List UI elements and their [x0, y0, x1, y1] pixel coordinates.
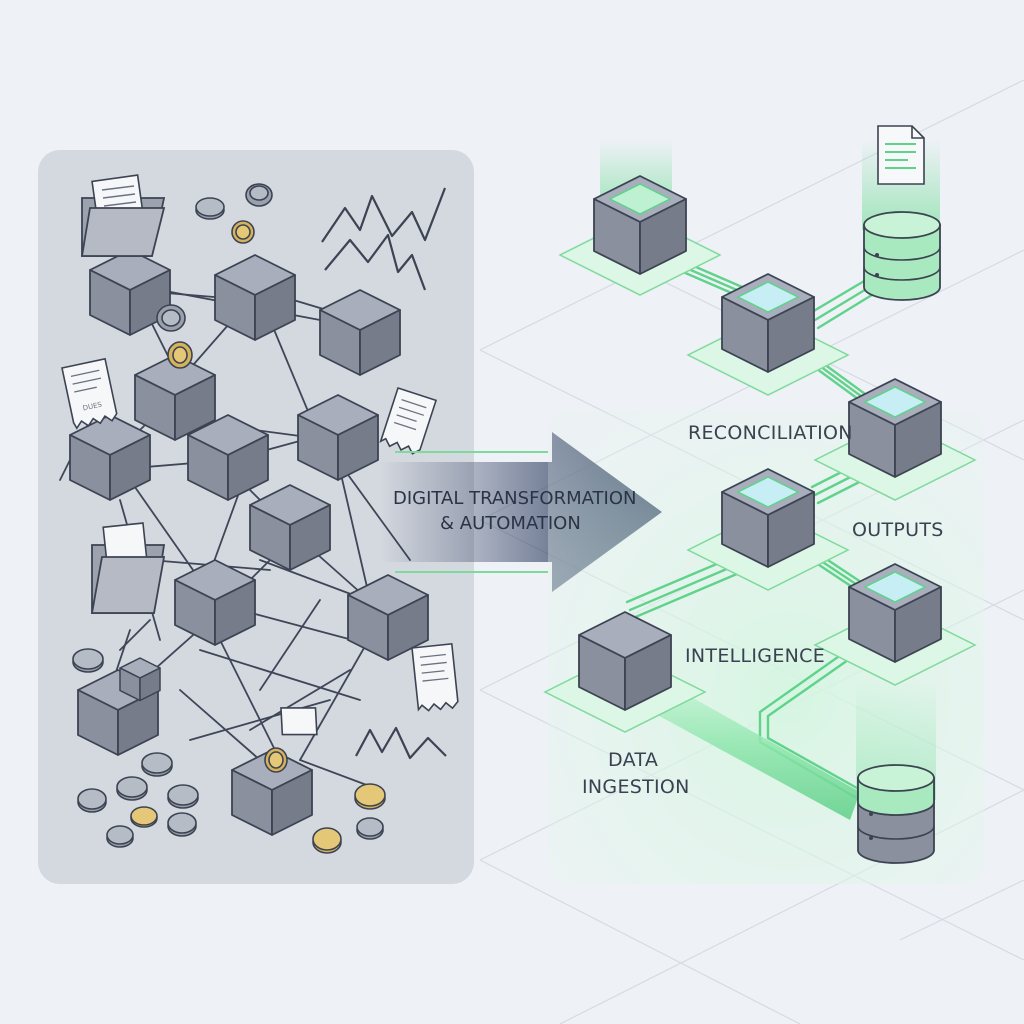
coin-icon	[312, 827, 342, 854]
folder-icon	[90, 522, 166, 614]
arrow-label-line1: DIGITAL TRANSFORMATION	[393, 488, 637, 509]
receipt-icon: DUES	[61, 357, 118, 430]
database-icon	[863, 211, 941, 301]
cube-icon	[134, 354, 216, 441]
zigzag-line-icon	[355, 726, 447, 760]
receipt-icon	[280, 707, 318, 736]
coin-icon	[167, 341, 193, 369]
coin-icon	[167, 812, 197, 837]
label-outputs: OUTPUTS	[852, 519, 944, 541]
cube-icon	[721, 273, 815, 373]
coin-icon	[245, 183, 273, 207]
arrow-label-line2: & AUTOMATION	[440, 513, 581, 534]
label-intelligence: INTELLIGENCE	[685, 645, 826, 667]
document-icon	[877, 125, 925, 185]
cube-icon	[848, 563, 942, 663]
coin-icon	[195, 197, 225, 220]
coin-icon	[156, 304, 186, 332]
label-ingestion: INGESTION	[582, 776, 690, 798]
cube-icon	[297, 394, 379, 481]
coins	[72, 183, 386, 854]
receipt-text: DUES	[82, 400, 103, 412]
cube-icon	[848, 378, 942, 478]
coin-icon	[167, 784, 199, 809]
pipeline-cubes	[578, 175, 942, 711]
coin-icon	[130, 806, 158, 828]
cube-icon	[347, 574, 429, 661]
cube-icon	[187, 414, 269, 501]
coin-icon	[77, 788, 107, 813]
zigzag-line-icon	[324, 233, 427, 291]
coin-icon	[72, 648, 104, 673]
coin-icon	[356, 817, 384, 840]
coin-icon	[264, 747, 288, 773]
cube-icon	[174, 559, 256, 646]
cube-icon	[578, 611, 672, 711]
coin-icon	[116, 776, 148, 801]
coin-icon	[106, 825, 134, 848]
receipt-icon	[411, 642, 459, 712]
cube-icon	[319, 289, 401, 376]
coin-icon	[354, 783, 386, 810]
cube-icon	[214, 254, 296, 341]
coin-icon	[141, 752, 173, 777]
folder-icon	[80, 174, 166, 257]
cube-icon	[593, 175, 687, 275]
zigzag-line-icon	[321, 187, 447, 243]
database-icon	[857, 764, 935, 864]
label-data: DATA	[608, 749, 659, 771]
legacy-cubes	[69, 249, 429, 836]
cube-icon	[119, 657, 161, 702]
cube-icon	[721, 468, 815, 568]
cube-icon	[249, 484, 331, 571]
cube-icon	[89, 249, 171, 336]
receipt-icon	[379, 386, 438, 455]
coin-icon	[231, 220, 255, 244]
label-reconciliation: RECONCILIATION	[688, 422, 853, 444]
